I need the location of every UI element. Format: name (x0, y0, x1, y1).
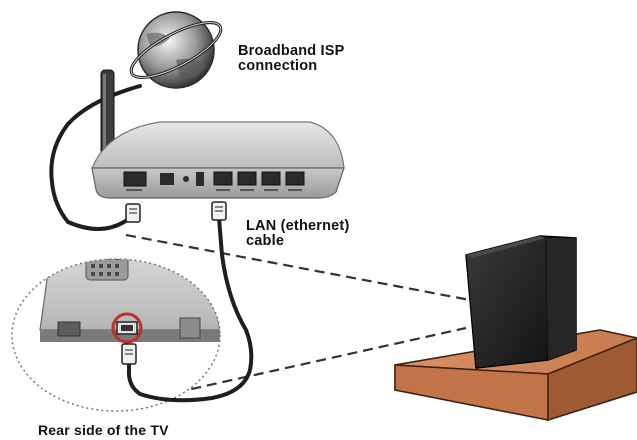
isp-label-line1: Broadband ISP (238, 43, 345, 59)
wan-plug-icon (125, 203, 141, 223)
globe-icon (129, 11, 223, 89)
lan-label-line2: cable (246, 233, 285, 249)
router (91, 69, 345, 199)
rear-side-detail (11, 258, 221, 412)
zoom-dashed-lines (125, 233, 471, 398)
lan-label-line1: LAN (ethernet) (246, 218, 350, 234)
isp-label-line2: connection (238, 58, 318, 74)
tv-icon (465, 235, 577, 369)
lan-plug-icon (211, 201, 227, 221)
tv-lan-port (111, 312, 143, 344)
cables (49, 84, 254, 403)
rear-side-label: Rear side of the TV (38, 422, 169, 438)
isp-connection-label: Broadband ISP connection (238, 44, 345, 74)
lan-cable-label: LAN (ethernet) cable (246, 219, 350, 249)
tv-plug-icon (121, 343, 137, 365)
